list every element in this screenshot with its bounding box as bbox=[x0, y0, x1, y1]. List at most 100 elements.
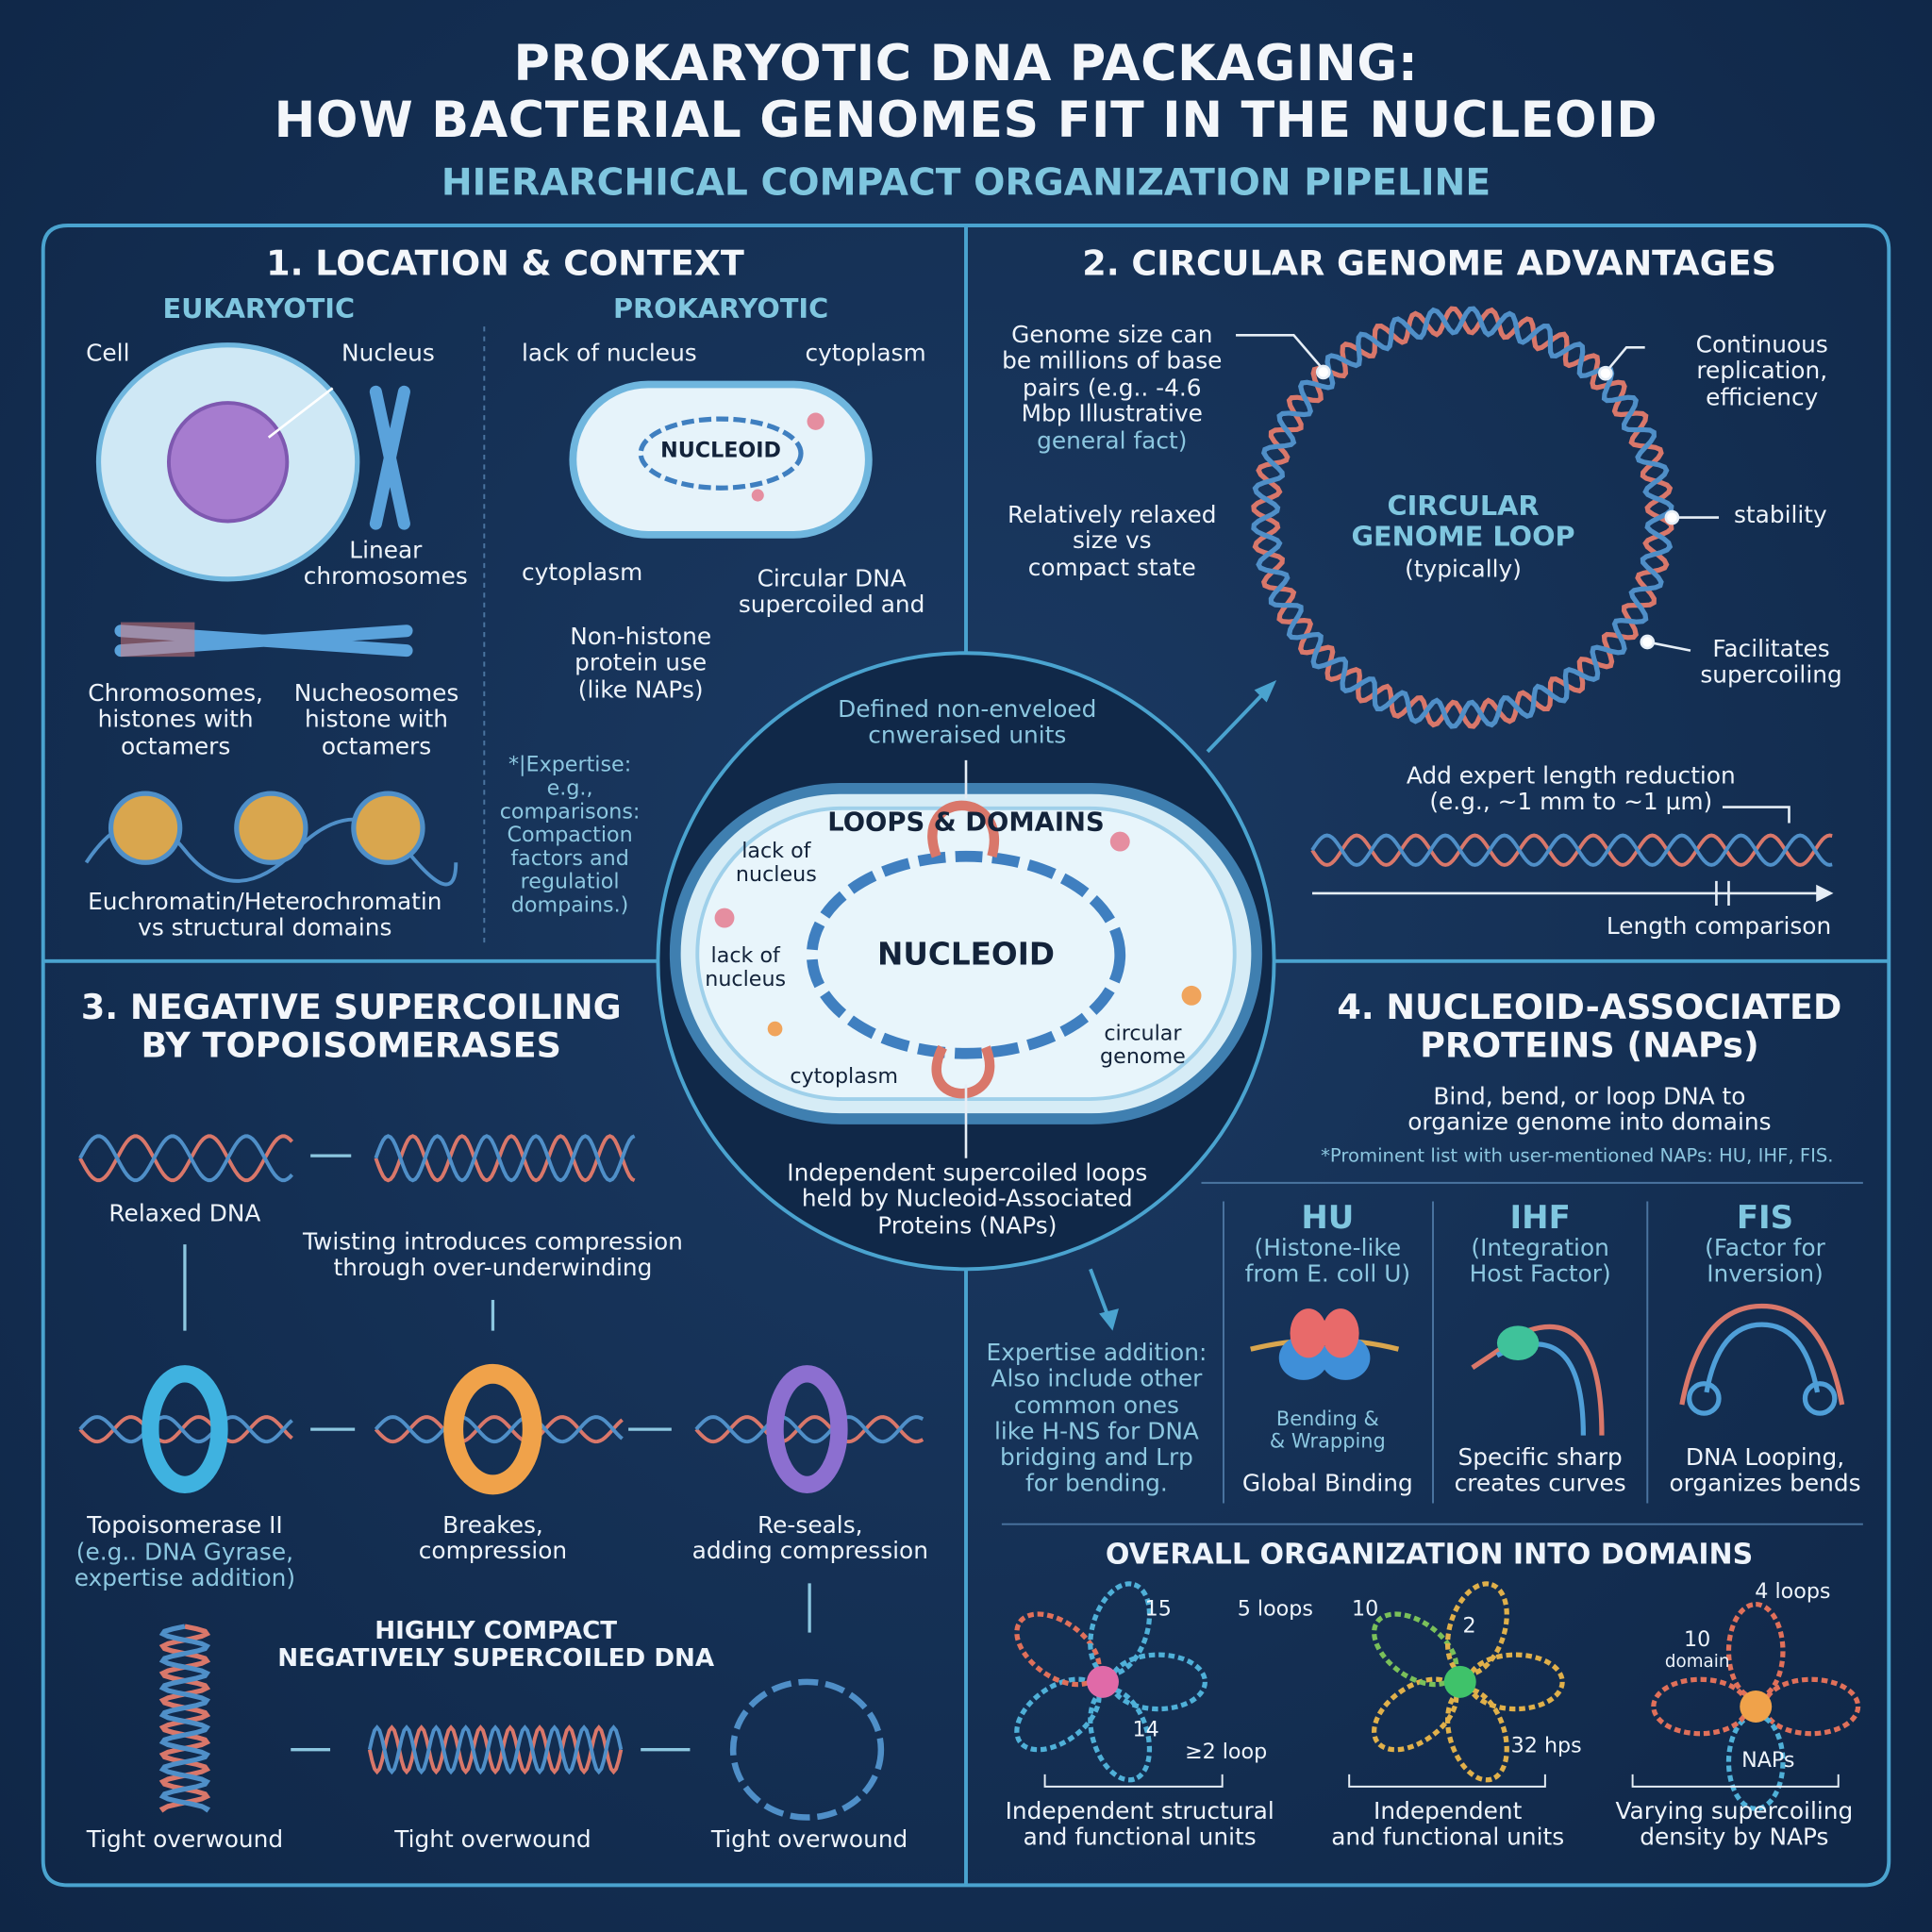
nucleosome bbox=[108, 791, 183, 865]
twisted-dna-strand bbox=[374, 1134, 636, 1183]
domain1-label-loop2: ≥2 loop bbox=[1184, 1740, 1268, 1765]
cleaved-dna-strand bbox=[694, 1415, 924, 1444]
nap-ihf-name: IHF bbox=[1509, 1200, 1571, 1238]
label-length-reduction: Add expert length reduction (e.g., ~1 mm… bbox=[1406, 762, 1736, 816]
label-naps-desc: Bind, bend, or loop DNA to organize geno… bbox=[1407, 1083, 1772, 1137]
domain1-label-loops: 5 loops bbox=[1237, 1596, 1313, 1622]
domain3-loop bbox=[1761, 1676, 1861, 1737]
domain2-loop bbox=[1372, 1611, 1459, 1688]
label-tight-overwound-2: Tight overwound bbox=[394, 1825, 591, 1854]
nap-hu-caption: Global Binding bbox=[1241, 1470, 1413, 1497]
section1-title: 1. LOCATION & CONTEXT bbox=[266, 242, 744, 284]
title-line1: PROKARYOTIC DNA PACKAGING: bbox=[513, 35, 1419, 92]
domain3-loop bbox=[1725, 1601, 1786, 1701]
arrow-to-section2 bbox=[1206, 686, 1271, 754]
relaxed-dna-strand bbox=[78, 1134, 294, 1183]
nap-fis-name: FIS bbox=[1736, 1200, 1794, 1238]
ihf-icon bbox=[1471, 1324, 1605, 1436]
domain3-label-10: 10 bbox=[1684, 1627, 1711, 1653]
supercoiled-dna-strand bbox=[367, 1724, 624, 1775]
nap-ihf-full: (Integration Host Factor) bbox=[1469, 1234, 1611, 1289]
label-continuous-replication: Continuous replication, efficiency bbox=[1695, 331, 1828, 411]
label-stability: stability bbox=[1733, 501, 1827, 529]
label-cytoplasm-bottom: cytoplasm bbox=[522, 558, 643, 587]
domain3-loop bbox=[1651, 1676, 1750, 1737]
label-reseals: Re-seals, adding compression bbox=[691, 1511, 928, 1566]
domain1-label-14: 14 bbox=[1132, 1717, 1159, 1742]
linear-dna-strand bbox=[1310, 833, 1833, 867]
label-lack-of-nucleus-2: lack of nucleus bbox=[705, 943, 787, 992]
label-tight-overwound-3: Tight overwound bbox=[710, 1825, 908, 1854]
section4-title: 4. NUCLEOID-ASSOCIATED PROTEINS (NAPs) bbox=[1337, 987, 1842, 1067]
twisted-dna-strand bbox=[374, 1134, 636, 1183]
label-topoisomerase-note: (e.g.. DNA Gyrase, expertise addition) bbox=[74, 1539, 296, 1592]
domain2-nap-protein bbox=[1443, 1665, 1476, 1698]
domain-brackets bbox=[1043, 1774, 1840, 1788]
domain1-loop bbox=[1088, 1687, 1153, 1783]
cleaved-dna-strand bbox=[694, 1415, 924, 1444]
domain2-label-2: 2 bbox=[1462, 1614, 1476, 1640]
circular-genome-loop-title: CIRCULAR GENOME LOOP bbox=[1351, 491, 1575, 553]
domain2-loop bbox=[1466, 1652, 1565, 1712]
label-nucleosomes: Nucheosomes histone with octamers bbox=[293, 679, 459, 760]
linear-dna-strand bbox=[1310, 833, 1833, 867]
supercoiled-dna-strand bbox=[367, 1724, 624, 1775]
prokaryotic-cell bbox=[569, 380, 873, 539]
topoisomerase-breaking bbox=[443, 1363, 542, 1495]
nucleosome bbox=[351, 791, 425, 865]
label-independent-loops: Independent supercoiled loops held by Nu… bbox=[787, 1159, 1148, 1240]
label-highly-compact: HIGHLY COMPACT NEGATIVELY SUPERCOILED DN… bbox=[277, 1615, 715, 1673]
label-breaks: Breakes, compression bbox=[418, 1511, 568, 1566]
cleaved-dna-strand bbox=[374, 1415, 624, 1444]
label-chromosomes-histones: Chromosomes, histones with octamers bbox=[88, 679, 263, 760]
label-length-comparison: Length comparison bbox=[1606, 912, 1832, 941]
label-cytoplasm-center: cytoplasm bbox=[790, 1064, 899, 1090]
eukaryotic-nucleus bbox=[166, 401, 290, 524]
vertical-supercoil-strand bbox=[158, 1624, 211, 1813]
label-topoisomerase-ii: Topoisomerase II bbox=[87, 1511, 283, 1540]
label-genome-size-note: general fact) bbox=[1037, 427, 1188, 455]
subtitle: HIERARCHICAL COMPACT ORGANIZATION PIPELI… bbox=[441, 161, 1491, 205]
relaxed-dna-strand bbox=[78, 1134, 294, 1183]
hu-icon bbox=[1250, 1308, 1400, 1380]
domain3-label-domain: domain bbox=[1664, 1652, 1730, 1673]
callout-lines bbox=[1236, 333, 1720, 652]
expertise-note-section1: *|Expertise: e.g., comparisons: Compacti… bbox=[499, 753, 641, 919]
cleaved-dna-strand bbox=[78, 1415, 293, 1444]
overall-organization-title: OVERALL ORGANIZATION INTO DOMAINS bbox=[1105, 1539, 1754, 1572]
label-circular-dna: Circular DNA supercoiled and bbox=[738, 565, 925, 620]
label-circular-genome: circular genome bbox=[1100, 1021, 1186, 1070]
label-defined-units: Defined non-enveloed cnweraised units bbox=[838, 695, 1097, 750]
label-eukaryotic: EUKARYOTIC bbox=[162, 294, 356, 325]
fis-icon bbox=[1679, 1303, 1845, 1416]
loop-red-top bbox=[927, 800, 999, 858]
domain3-label-loops: 4 loops bbox=[1755, 1579, 1831, 1605]
label-tight-overwound-1: Tight overwound bbox=[86, 1825, 284, 1854]
domain2-label-hps: 32 hps bbox=[1510, 1733, 1582, 1758]
label-facilitates-supercoiling: Facilitates supercoiling bbox=[1700, 635, 1842, 690]
label-prokaryotic: PROKARYOTIC bbox=[612, 294, 829, 325]
label-lack-of-nucleus: lack of nucleus bbox=[521, 340, 697, 368]
nap-dividers bbox=[1001, 1181, 1863, 1525]
label-relaxed: Relatively relaxed size vs compact state bbox=[1007, 501, 1217, 581]
topoisomerase-resealing bbox=[766, 1365, 848, 1494]
label-twisting: Twisting introduces compression through … bbox=[302, 1228, 683, 1282]
loop-red-bottom bbox=[931, 1044, 995, 1099]
label-lack-of-nucleus-1: lack of nucleus bbox=[735, 839, 817, 888]
label-nucleoid-center: NUCLEOID bbox=[877, 936, 1055, 973]
label-euchromatin: Euchromatin/Heterochromatin vs structura… bbox=[88, 888, 442, 942]
domain1-loop bbox=[1108, 1652, 1208, 1712]
section3-title: 3. NEGATIVE SUPERCOILING BY TOPOISOMERAS… bbox=[80, 987, 622, 1067]
label-loops-domains: LOOPS & DOMAINS bbox=[827, 807, 1105, 837]
domain2-label-10: 10 bbox=[1352, 1596, 1379, 1622]
label-naps-note: *Prominent list with user-mentioned NAPs… bbox=[1321, 1144, 1834, 1167]
label-relaxed-dna: Relaxed DNA bbox=[108, 1200, 261, 1227]
title-line2: HOW BACTERIAL GENOMES FIT IN THE NUCLEOI… bbox=[274, 92, 1658, 150]
vertical-supercoil-strand bbox=[158, 1624, 211, 1813]
nap-fis-full: (Factor for Inversion) bbox=[1705, 1234, 1825, 1289]
label-expertise-addition: Expertise addition: Also include other c… bbox=[986, 1339, 1208, 1498]
section2-title: 2. CIRCULAR GENOME ADVANTAGES bbox=[1082, 242, 1776, 284]
cleaved-dna-strand bbox=[374, 1415, 624, 1444]
linear-chromosome bbox=[369, 385, 410, 530]
